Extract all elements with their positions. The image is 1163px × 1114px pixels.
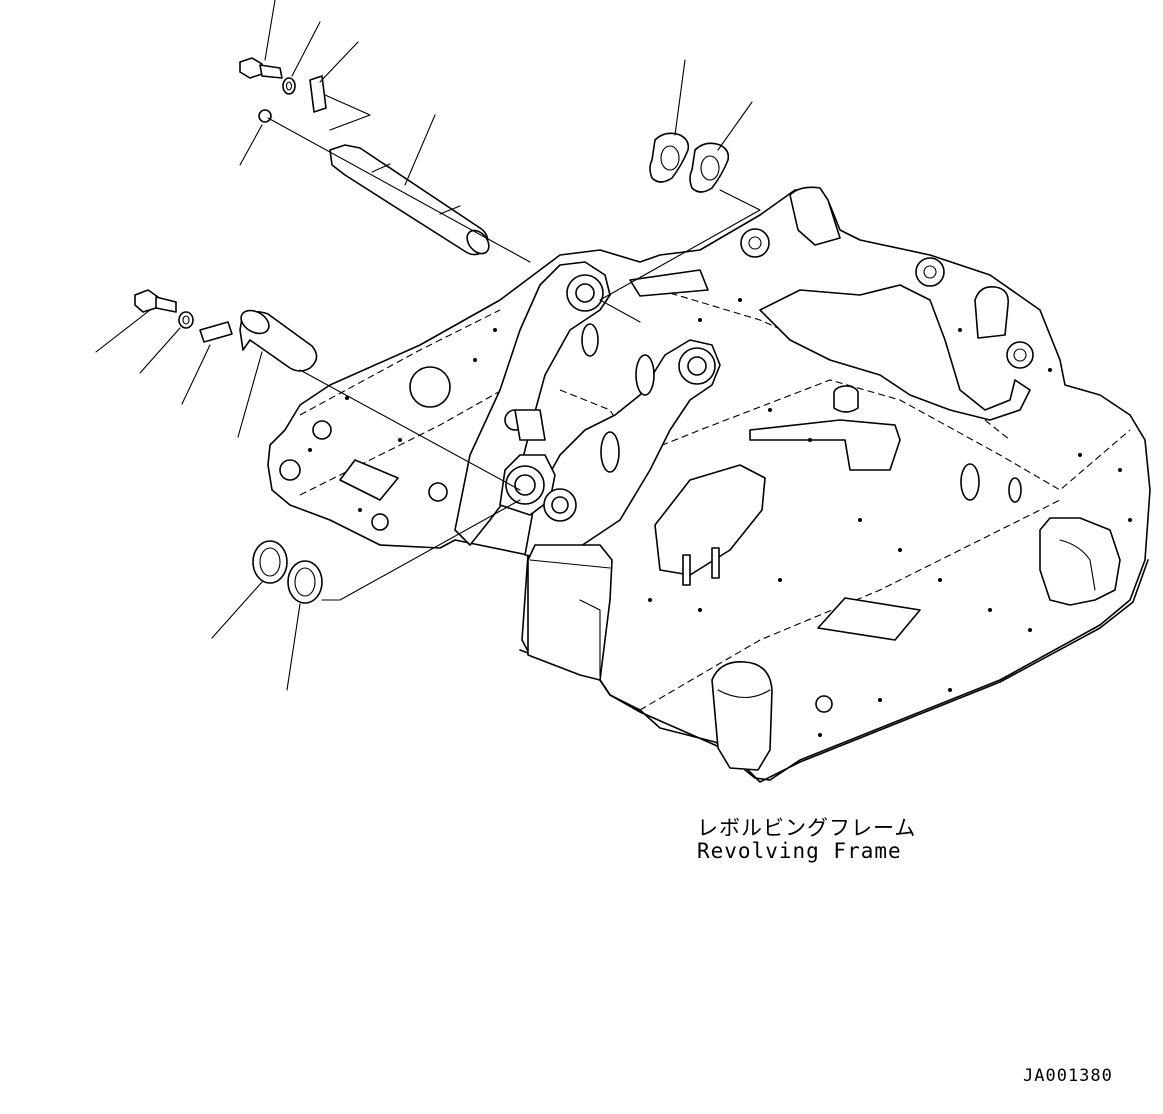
part-name-english: Revolving Frame (697, 839, 902, 863)
frame-holes (308, 298, 1132, 737)
revolving-frame (267, 186, 1151, 783)
leader-lines (95, 0, 753, 691)
shims-upper (599, 132, 761, 323)
upper-pin-assembly (239, 57, 531, 263)
drawing-number: JA001380 (1023, 1066, 1113, 1086)
shims-lower (252, 499, 521, 604)
lower-pin-assembly (134, 289, 521, 491)
part-name-japanese: レボルビングフレーム (697, 816, 917, 840)
